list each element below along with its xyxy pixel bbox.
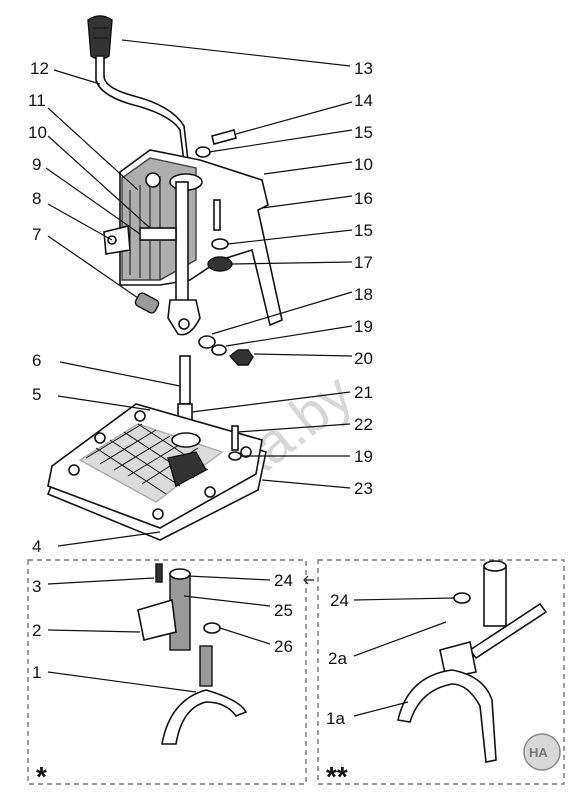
shaft-6 [179,355,191,405]
nut-20 [228,349,254,366]
nut-17 [207,256,233,272]
fork-1 [161,689,248,745]
label-1: 1 [32,663,41,682]
label-20: 20 [354,349,373,368]
label-26: 26 [274,637,293,656]
pin-26 [203,622,221,634]
label-24b: 24 [330,591,349,610]
label-5: 5 [32,385,41,404]
label-21: 21 [354,383,373,402]
label-23: 23 [354,479,373,498]
label-1a: 1a [326,709,345,728]
washer-19 [211,344,227,356]
bracket-2a [439,641,477,679]
fork-1a [397,669,497,763]
bolt-22 [231,425,239,451]
arrow-between-variants [303,575,314,585]
washer-15 [195,146,211,158]
label-19b: 19 [354,447,373,466]
bolt-14 [211,129,237,145]
label-17: 17 [354,253,373,272]
label-4: 4 [32,537,41,556]
variant-single-parts [137,563,248,745]
mounting-bracket [103,224,131,255]
bracket-2 [137,598,177,641]
label-8: 8 [32,189,41,208]
lever-housing [103,149,283,327]
variant-marker-single: * [36,761,47,792]
label-2: 2 [32,621,41,640]
sleeve-24b [483,565,507,627]
label-16: 16 [354,189,373,208]
washer-19b [228,451,242,461]
variant-double-parts [397,560,548,763]
label-15a: 15 [354,123,373,142]
label-14: 14 [354,91,373,110]
label-24a: 24 [274,571,293,590]
corner-logo: НА [523,733,561,771]
housing-fasteners [134,129,254,366]
cover-boss [167,451,207,488]
label-22: 22 [354,415,373,434]
shift-shaft [139,181,201,336]
washer-18 [198,335,216,349]
stop-plate [139,227,177,241]
variant-frame-single [27,559,307,785]
label-3: 3 [32,577,41,596]
label-2a: 2a [328,649,347,668]
shaft-fork-end [167,299,201,336]
cover-plate [46,403,267,541]
logo-text: НА [529,745,548,760]
callout-labels: 12 13 11 14 10 15 9 10 8 16 7 15 17 18 1… [28,59,373,728]
label-13: 13 [354,59,373,78]
label-12: 12 [30,59,49,78]
fork-stem [199,645,213,687]
detent-pin-7 [134,292,160,314]
shift-lever-assembly [87,15,191,179]
screw-3 [155,563,163,583]
label-15b: 15 [354,221,373,240]
label-25: 25 [274,601,293,620]
bolt-16 [213,199,221,231]
label-7: 7 [32,225,41,244]
label-18: 18 [354,285,373,304]
rail [468,602,548,660]
washer-15b [211,238,229,250]
label-6: 6 [32,351,41,370]
label-10b: 10 [354,155,373,174]
variant-marker-double: ** [326,761,348,792]
label-9: 9 [32,155,41,174]
ring-24b [453,592,471,604]
label-10a: 10 [28,123,47,142]
variant-frame-double [317,559,565,785]
label-11: 11 [28,91,46,110]
label-19a: 19 [354,317,373,336]
leader-lines [45,39,455,717]
